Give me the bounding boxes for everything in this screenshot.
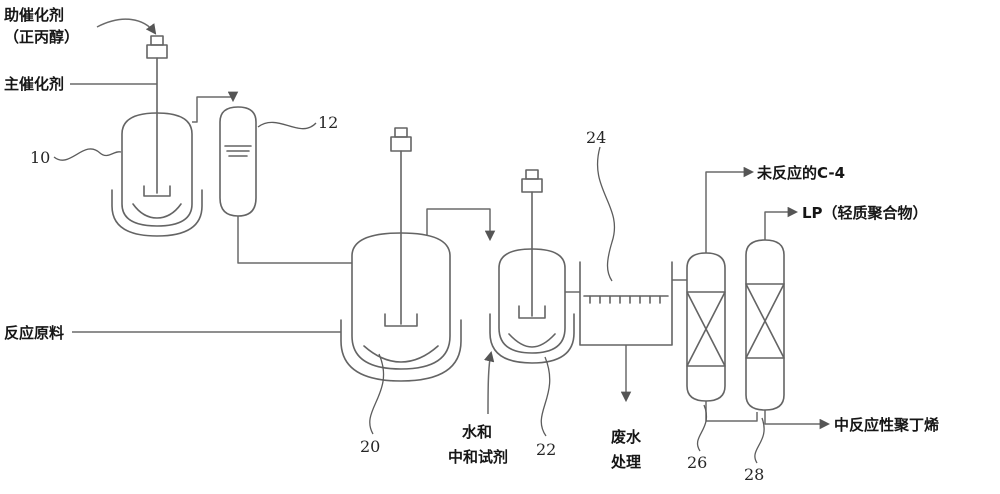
vessel-10-body xyxy=(121,112,193,227)
vessel-10-inner-bottom xyxy=(132,203,182,219)
leader-lines xyxy=(53,121,765,464)
ref-26: 26 xyxy=(687,453,707,472)
wastewater-label-line1: 废水 xyxy=(611,428,642,446)
vessel-22-motor-cap xyxy=(525,169,539,180)
vessel-10-impeller xyxy=(143,185,171,197)
vessel-10-motor xyxy=(146,44,168,59)
tank-24 xyxy=(579,261,673,346)
reactor-20-impeller xyxy=(384,313,418,327)
pipe-tank12-to-reactor20 xyxy=(237,216,352,264)
column28-bottoms-line xyxy=(764,410,831,430)
leader-10 xyxy=(53,148,122,161)
main-catalyst-label: 主催化剂 xyxy=(4,75,64,93)
wastewater-label-line2: 处理 xyxy=(610,453,641,471)
ref-28: 28 xyxy=(744,465,764,484)
water-neutralizer-feed-line xyxy=(483,350,495,415)
leader-12 xyxy=(257,121,317,130)
vessel-22-impeller xyxy=(518,305,546,319)
reactor-20-motor-cap xyxy=(394,127,408,138)
tank-12-body xyxy=(219,106,257,217)
unreacted-c4-label: 未反应的C-4 xyxy=(756,164,845,182)
ref-22: 22 xyxy=(536,440,556,459)
ref-12: 12 xyxy=(318,113,338,132)
polybutene-label: 中反应性聚丁烯 xyxy=(834,416,939,434)
column-26-packing xyxy=(686,291,726,367)
column-26-body xyxy=(686,252,726,402)
column-28-body xyxy=(745,239,785,411)
ref-10: 10 xyxy=(30,148,50,167)
reactor-20-motor xyxy=(390,136,412,152)
reactor-20 xyxy=(340,127,462,382)
column-26 xyxy=(686,252,726,402)
vessel-10-jacket xyxy=(111,189,203,237)
column-28 xyxy=(745,239,785,411)
leader-24 xyxy=(596,146,616,282)
leader-22 xyxy=(540,356,551,437)
pipe-reactor20-to-vessel22 xyxy=(426,208,496,242)
reactor-20-inner-bottom xyxy=(363,345,439,363)
water-neutralizer-label-line2: 中和试剂 xyxy=(448,448,508,466)
vessel-22-jacket xyxy=(489,313,575,364)
ref-20: 20 xyxy=(360,437,380,456)
column28-overhead-line xyxy=(764,206,799,240)
text-labels: 助催化剂 （正丙醇） 主催化剂 反应原料 水和 中和试剂 废水 处理 未反应的C… xyxy=(4,6,939,471)
vessel-22-body xyxy=(498,248,566,354)
lp-label: LP（轻质聚合物） xyxy=(802,204,928,222)
leader-28 xyxy=(754,417,765,464)
column-28-packing xyxy=(745,283,785,359)
vessel-10-motor-cap xyxy=(150,35,164,46)
vessel-22-motor xyxy=(521,178,543,193)
stream-lines xyxy=(70,18,831,430)
leader-26 xyxy=(696,404,708,452)
column26-overhead-line xyxy=(705,166,755,253)
tank-12 xyxy=(219,106,257,217)
vessel-22-inner-bottom xyxy=(508,333,556,348)
vessel-10 xyxy=(111,35,203,237)
pipe-vessel10-to-tank12 xyxy=(192,91,239,123)
cocatalyst-label-line2: （正丙醇） xyxy=(4,28,79,46)
vessel-22 xyxy=(489,169,575,364)
tank-12-liquid-level xyxy=(224,145,252,157)
cocatalyst-label-line1: 助催化剂 xyxy=(4,6,64,24)
reactor-20-body xyxy=(351,232,451,370)
reactor-20-jacket xyxy=(340,319,462,382)
ref-24: 24 xyxy=(586,128,606,147)
cocatalyst-feed-arrow xyxy=(96,18,157,35)
tank-24-liquid-hatch xyxy=(589,295,661,304)
feedstock-label: 反应原料 xyxy=(4,324,64,342)
reference-numerals: 10 12 20 22 24 26 28 xyxy=(30,113,764,484)
water-neutralizer-label-line1: 水和 xyxy=(462,423,492,441)
tank-24-walls xyxy=(579,261,673,346)
leader-20 xyxy=(369,353,385,435)
